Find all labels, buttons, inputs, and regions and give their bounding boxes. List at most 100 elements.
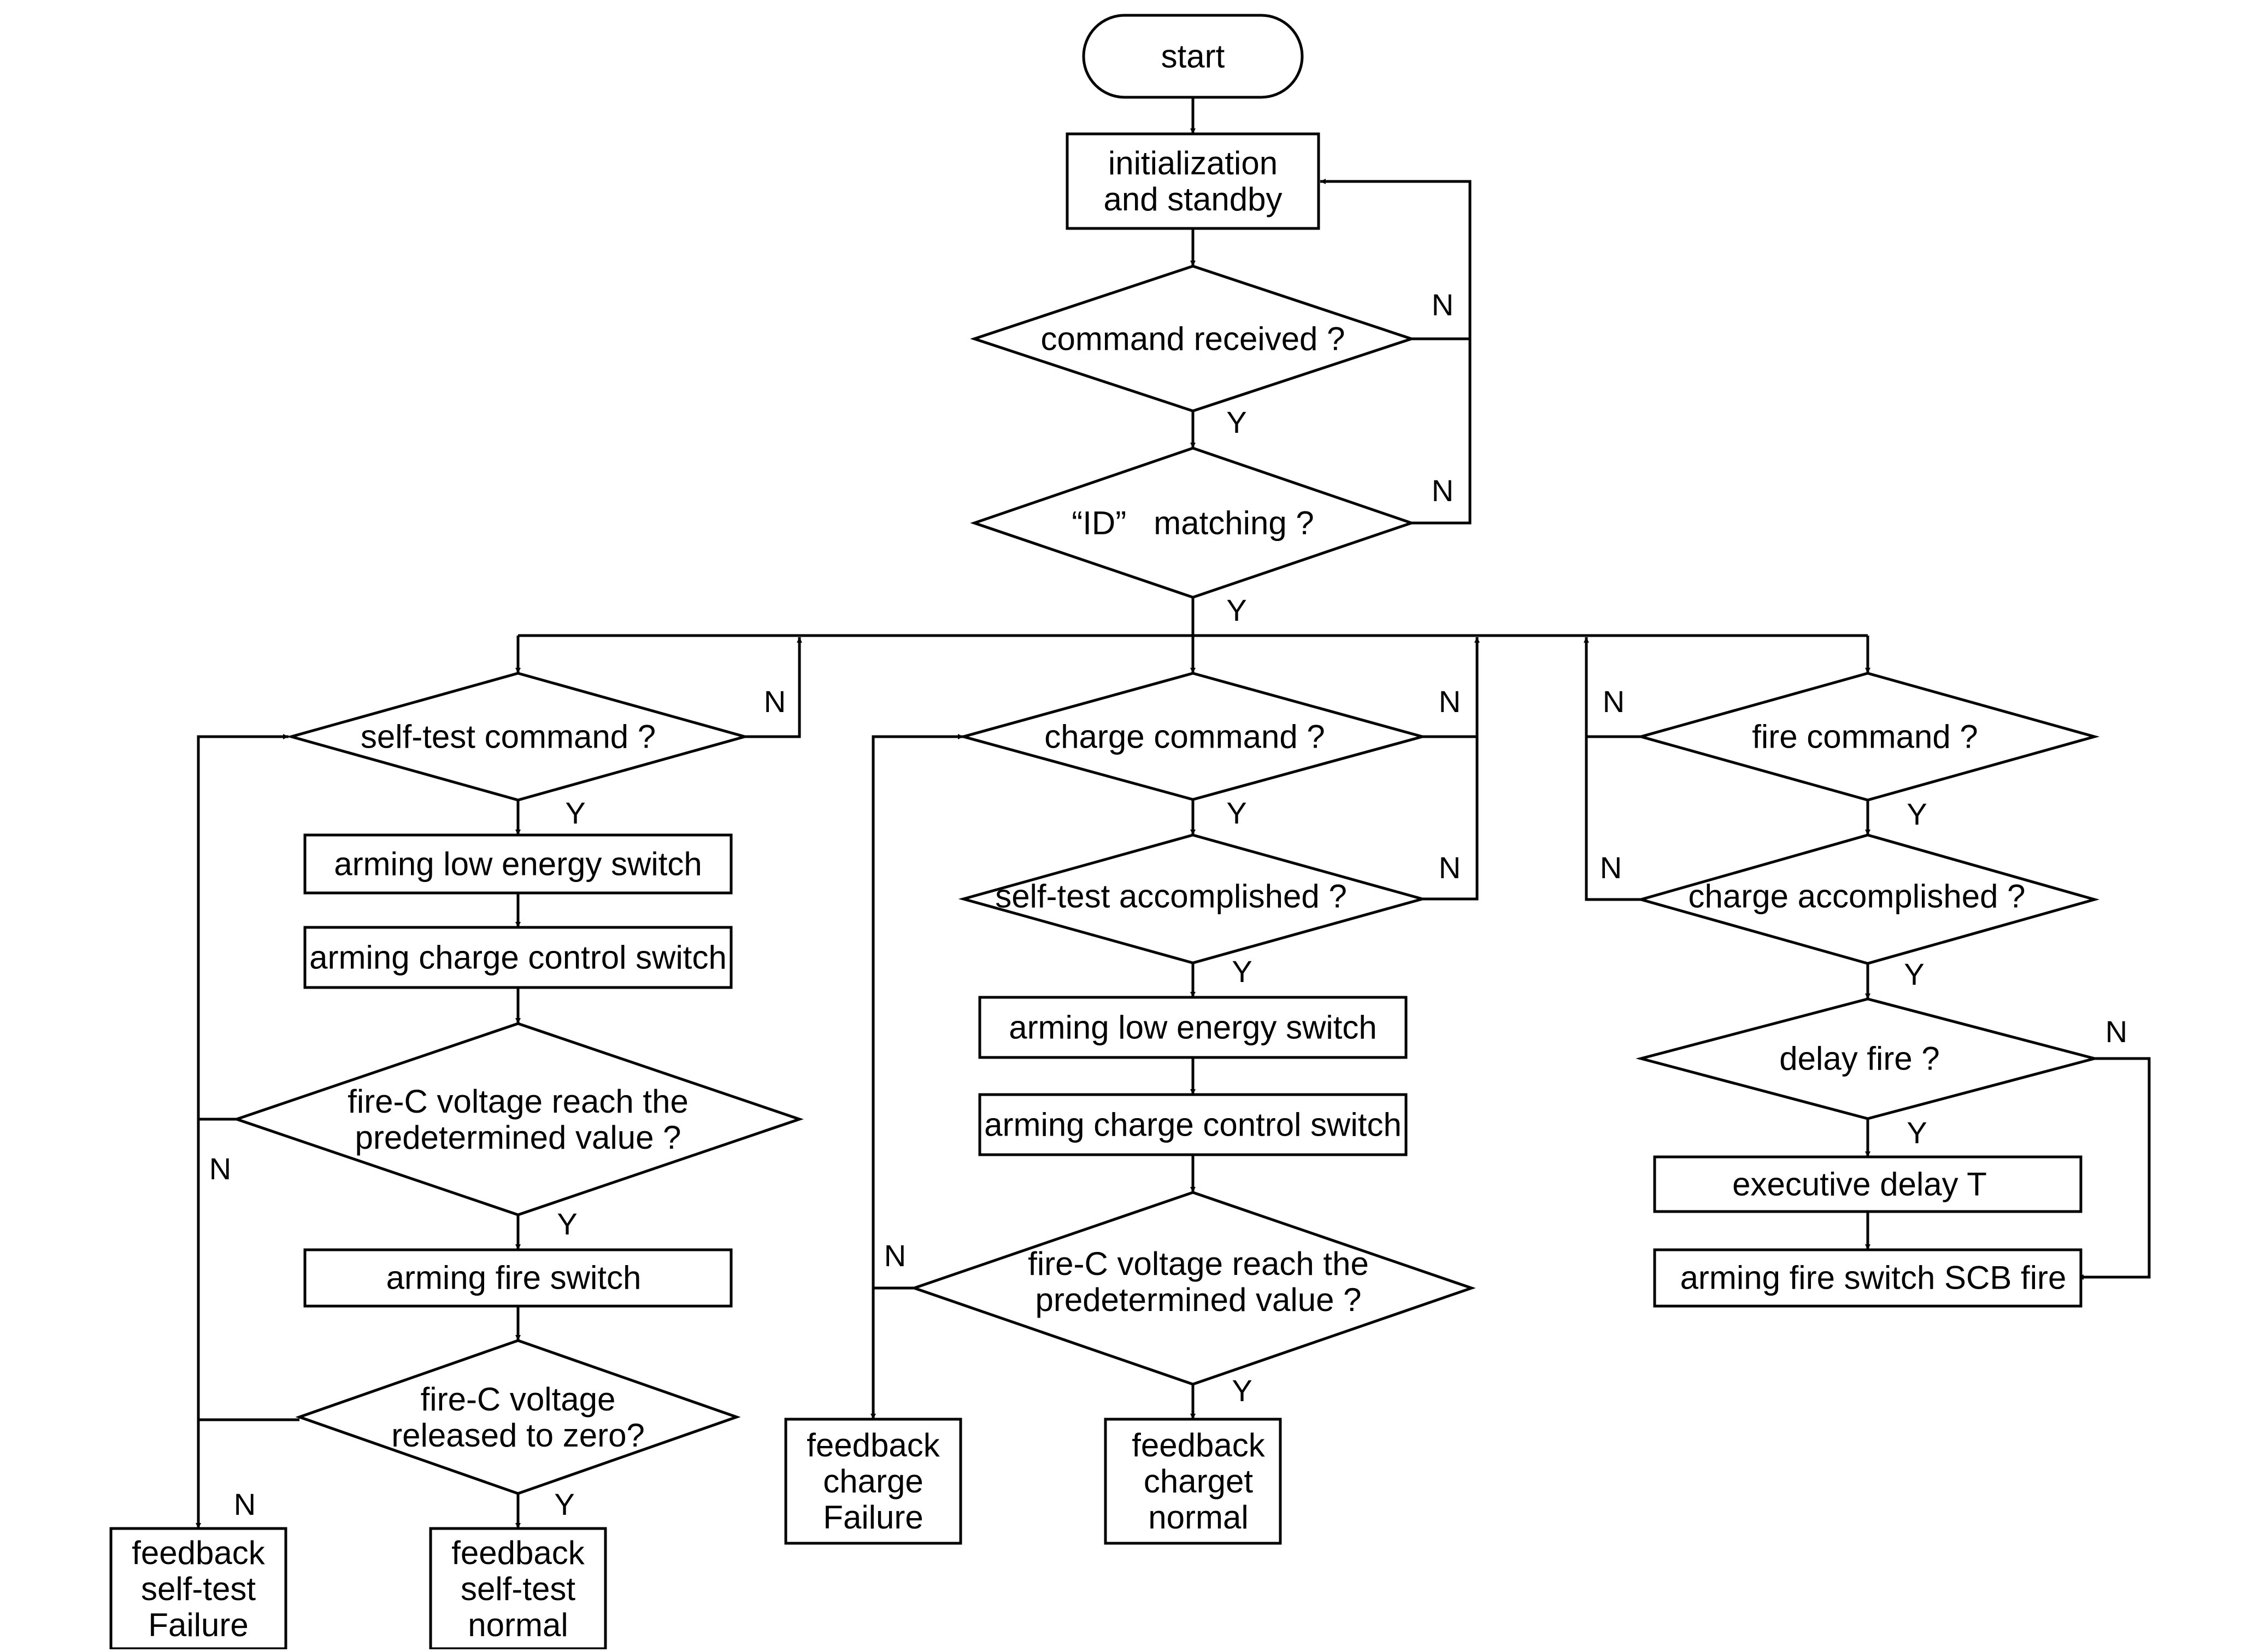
- text-line: predetermined value ?: [355, 1119, 681, 1156]
- arm-fire-scb-text: arming fire switch SCB fire: [1680, 1260, 2067, 1296]
- decision-command-received: [970, 264, 1416, 413]
- edge-ch-left-rail: [872, 734, 963, 1288]
- charge-cmd-text: charge command ?: [1044, 719, 1325, 755]
- decision-ch-voltage-reach: [910, 1191, 1476, 1386]
- decision-charge-command: [958, 672, 1428, 801]
- edge-delay-no: [2078, 1057, 2151, 1280]
- label-st-volt-no: N: [209, 1151, 231, 1186]
- label-fire-yes: Y: [1907, 797, 1927, 831]
- text-line: feedback: [132, 1535, 266, 1571]
- st-arm-charge-text: arming charge control switch: [309, 939, 727, 976]
- edge-stdone-no: [1422, 737, 1479, 901]
- text-line: released to zero?: [391, 1417, 645, 1454]
- edge-id-no-loop: [1411, 339, 1472, 525]
- text-line: normal: [1148, 1499, 1248, 1536]
- label-charge-no: N: [1439, 684, 1461, 719]
- text-line: self-test: [461, 1571, 575, 1607]
- terminal-feedback-selftest-normal: [429, 1527, 607, 1650]
- process-init: [1066, 132, 1320, 230]
- process-arm-fire-scb: [1653, 1248, 2082, 1308]
- decision-charge-accomplished: [1636, 833, 2100, 965]
- decision-id-matching: [970, 446, 1416, 599]
- process-ch-arm-charge-control: [978, 1093, 1408, 1156]
- process-st-arm-low-energy: [303, 833, 733, 895]
- label-id-yes: Y: [1226, 593, 1246, 627]
- edge-ch-volt-no: [870, 1286, 914, 1419]
- text-line: Failure: [823, 1499, 923, 1536]
- edge-st-left-rail: [197, 734, 289, 1420]
- label-st-volt-yes: Y: [557, 1207, 577, 1241]
- edge-st-released-no: [196, 1418, 299, 1528]
- st-arm-low-text: arming low energy switch: [334, 846, 702, 883]
- terminal-feedback-charge-failure: [784, 1418, 962, 1545]
- id-matching-text: “ID” matching ?: [1072, 505, 1314, 542]
- decision-st-voltage-reach: [232, 1022, 804, 1216]
- text-line: normal: [468, 1607, 568, 1643]
- decision-st-voltage-released: [295, 1339, 741, 1495]
- label-selftest-yes: Y: [565, 796, 585, 830]
- text-line: and standby: [1104, 181, 1283, 217]
- text-line: self-test: [141, 1571, 256, 1607]
- decision-selftest-command: [286, 672, 750, 802]
- text-line: fire-C voltage reach the: [1028, 1245, 1369, 1282]
- process-executive-delay: [1653, 1155, 2082, 1213]
- exec-delay-text: executive delay T: [1732, 1166, 1987, 1203]
- terminal-start: [1082, 14, 1304, 99]
- text-line: Failure: [148, 1607, 248, 1643]
- label-cmd-yes: Y: [1226, 405, 1246, 439]
- label-ch-volt-no: N: [884, 1238, 906, 1273]
- label-fire-no: N: [1603, 684, 1625, 719]
- label-stdone-yes: Y: [1232, 954, 1252, 989]
- text-line: fire-C voltage reach the: [348, 1083, 689, 1120]
- label-stdone-no: N: [1439, 850, 1461, 885]
- label-delay-yes: Y: [1907, 1115, 1927, 1150]
- branch-labels: N Y N Y N Y N Y N Y N Y N Y N Y N Y N Y …: [209, 287, 2127, 1521]
- process-st-arm-fire: [303, 1248, 733, 1308]
- label-selftest-no: N: [764, 684, 786, 719]
- edge-chdone-no: [1585, 737, 1641, 901]
- label-id-no: N: [1432, 473, 1454, 508]
- edge-selftest-no: [745, 637, 802, 738]
- ch-arm-charge-text: arming charge control switch: [984, 1107, 1402, 1143]
- text-line: charge: [823, 1463, 923, 1500]
- terminal-feedback-selftest-failure: [109, 1527, 287, 1650]
- label-ch-volt-yes: Y: [1232, 1373, 1252, 1408]
- cmd-received-text: command received ?: [1041, 321, 1345, 357]
- process-ch-arm-low-energy: [978, 996, 1408, 1059]
- label-chdone-yes: Y: [1904, 957, 1924, 991]
- label-delay-no: N: [2105, 1014, 2127, 1049]
- edge-cmd-no-loop: [1320, 179, 1472, 340]
- connectors: [196, 97, 2151, 1528]
- label-charge-yes: Y: [1226, 796, 1246, 830]
- label-st-released-no: N: [234, 1487, 256, 1521]
- text-line: predetermined value ?: [1035, 1281, 1361, 1318]
- label-chdone-no: N: [1600, 850, 1622, 885]
- text-line: feedback: [807, 1427, 940, 1463]
- label-st-released-yes: Y: [554, 1487, 574, 1521]
- start-text: start: [1161, 38, 1225, 75]
- decision-delay-fire: [1636, 997, 2100, 1120]
- decision-fire-command: [1636, 672, 2100, 802]
- delay-fire-text: delay fire ?: [1779, 1040, 1940, 1077]
- text-line: initialization: [1108, 145, 1278, 181]
- label-cmd-no: N: [1432, 287, 1454, 322]
- charge-done-text: charge accomplished ?: [1688, 878, 2025, 915]
- text-line: feedback: [451, 1535, 585, 1571]
- text-line: charget: [1144, 1463, 1253, 1500]
- text-line: fire-C voltage: [421, 1381, 616, 1418]
- decision-selftest-accomplished: [958, 833, 1428, 965]
- st-arm-fire-text: arming fire switch: [386, 1260, 642, 1296]
- selftest-cmd-text: self-test command ?: [361, 719, 656, 755]
- selftest-done-text: self-test accomplished ?: [995, 878, 1347, 915]
- ch-arm-low-text: arming low energy switch: [1009, 1009, 1377, 1046]
- process-st-arm-charge-control: [303, 926, 733, 989]
